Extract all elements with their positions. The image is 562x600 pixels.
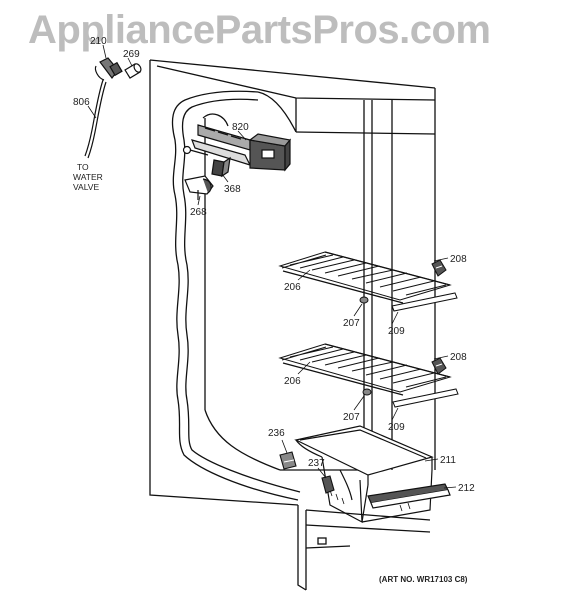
callout-206-lower: 206 bbox=[284, 376, 301, 387]
shelf-trim-lower bbox=[392, 388, 459, 408]
water-valve-label-line-2: WATER bbox=[73, 172, 103, 182]
callout-208-upper: 208 bbox=[450, 254, 467, 265]
lower-shelf bbox=[278, 343, 452, 396]
callout-820: 820 bbox=[232, 122, 249, 133]
callout-236: 236 bbox=[268, 428, 285, 439]
grommet bbox=[124, 63, 142, 79]
shelf-support-lower bbox=[431, 357, 447, 375]
callout-207-lower: 207 bbox=[343, 412, 360, 423]
water-valve-label-line-1: TO bbox=[77, 162, 89, 172]
callout-210: 210 bbox=[90, 36, 107, 47]
mounting-bracket bbox=[211, 156, 231, 178]
water-line-tube bbox=[84, 79, 107, 159]
shelf-pin-lower bbox=[362, 388, 372, 396]
icemaker-assembly bbox=[182, 113, 292, 172]
crisper-bin bbox=[294, 425, 434, 524]
callout-368: 368 bbox=[224, 184, 241, 195]
water-valve-label-line-3: VALVE bbox=[73, 182, 99, 192]
callout-206-upper: 206 bbox=[284, 282, 301, 293]
fill-cup bbox=[184, 175, 214, 200]
callout-207-upper: 207 bbox=[343, 318, 360, 329]
bin-clip bbox=[321, 475, 335, 494]
callout-209-lower: 209 bbox=[388, 422, 405, 433]
callout-268: 268 bbox=[190, 207, 207, 218]
callout-211: 211 bbox=[440, 455, 456, 466]
upper-shelf bbox=[278, 251, 452, 304]
inner-liner bbox=[171, 90, 364, 501]
watermark: AppliancePartsPros.com bbox=[28, 8, 491, 52]
shelf-support-upper bbox=[431, 259, 447, 277]
callout-labels: 210 269 806 TO WATER VALVE 820 368 268 2… bbox=[73, 36, 475, 494]
leader-lines bbox=[87, 44, 457, 489]
callout-237: 237 bbox=[308, 458, 325, 469]
shelf-trim-upper bbox=[391, 292, 458, 312]
callout-208-lower: 208 bbox=[450, 352, 467, 363]
fill-tube-fitting bbox=[94, 57, 123, 81]
shelf-pin-upper bbox=[359, 296, 369, 304]
callout-209-upper: 209 bbox=[388, 326, 405, 337]
callout-806: 806 bbox=[73, 97, 90, 108]
bin-support-bracket bbox=[279, 451, 297, 470]
callout-269: 269 bbox=[123, 49, 140, 60]
art-number: (ART NO. WR17103 C8) bbox=[379, 575, 468, 584]
cabinet-shell bbox=[149, 59, 436, 591]
callout-212: 212 bbox=[458, 483, 475, 494]
bin-handle bbox=[367, 483, 451, 509]
